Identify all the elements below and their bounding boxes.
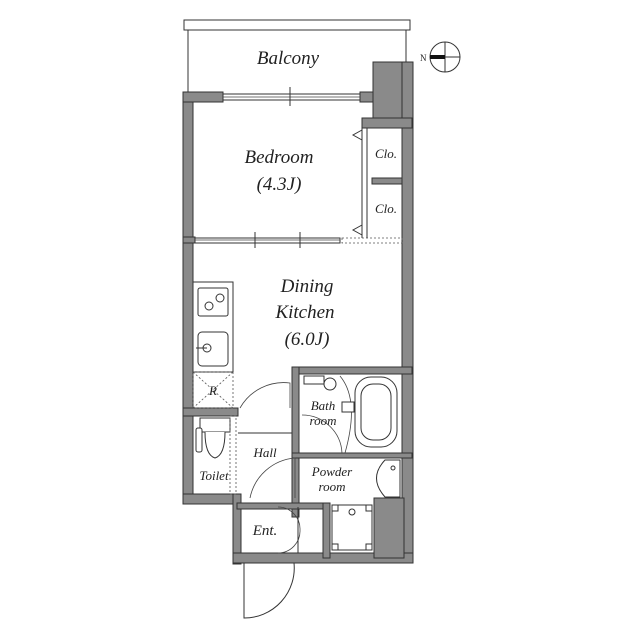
refrigerator-label: R [208,383,217,398]
bathroom-fixtures [301,375,398,454]
north-label: N [420,53,427,63]
powder-room-label: room [319,479,346,494]
closet-upper-label: Clo. [375,146,397,161]
compass-icon: N [420,41,461,73]
powder-label: Powder [311,464,353,479]
walls [182,61,414,565]
washing-machine-space [331,504,373,551]
closet-lower-label: Clo. [375,201,397,216]
bath-label: Bath [311,398,336,413]
toilet-label: Toilet [199,468,229,483]
bedroom-sliding-door[interactable] [194,232,403,248]
entrance-label: Ent. [252,523,278,539]
entrance-doors[interactable] [243,506,301,619]
kitchen-counter [192,281,234,409]
toilet-fixture [195,415,237,495]
hall-label: Hall [252,445,277,460]
refrigerator-space [192,371,234,409]
bedroom-window[interactable] [222,87,361,106]
bedroom-label: Bedroom [245,147,314,168]
bedroom-size: (4.3J) [257,174,302,195]
room-label: room [310,413,337,428]
balcony-label: Balcony [257,48,320,69]
closet-doors[interactable] [351,128,368,238]
powder-room-fixtures [331,459,401,551]
dining-label: Dining [280,276,334,297]
dk-size: (6.0J) [285,329,330,350]
balcony [183,19,411,93]
balcony-railing [183,19,411,31]
stove-icon [197,287,229,317]
washbasin-icon [376,459,401,498]
kitchen-label: Kitchen [274,302,334,323]
hall-doors[interactable] [238,382,296,499]
sink-icon [197,331,229,367]
